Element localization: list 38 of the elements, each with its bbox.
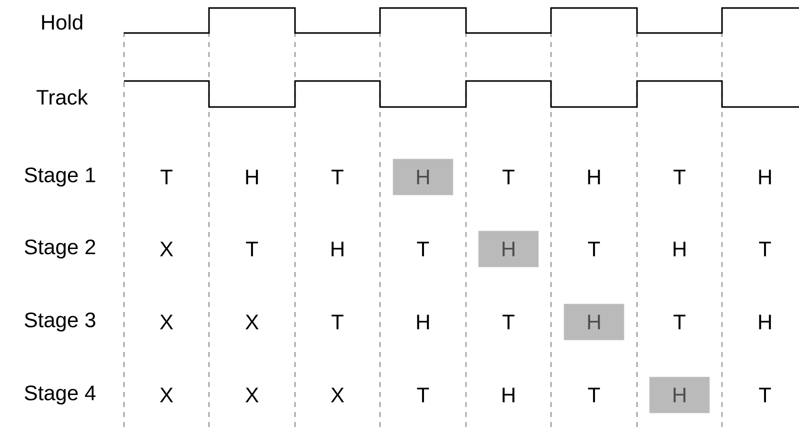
cell-state: T bbox=[417, 388, 429, 402]
cell-state: T bbox=[674, 314, 686, 330]
cell-state: H bbox=[759, 170, 771, 184]
cell-state: T bbox=[588, 242, 600, 256]
cell-state: T bbox=[332, 170, 344, 184]
cell-state: H bbox=[588, 170, 600, 184]
cell-state: X bbox=[245, 314, 259, 330]
cell-state: H bbox=[417, 314, 429, 330]
stage-label: Stage 1 bbox=[24, 168, 96, 187]
stage-label: Stage 2 bbox=[24, 240, 96, 259]
cell-state: X bbox=[160, 314, 174, 330]
cell-state: T bbox=[417, 242, 429, 256]
highlighted-cell: H bbox=[564, 304, 624, 340]
cell-state: X bbox=[245, 388, 259, 402]
cell-state: H bbox=[502, 388, 514, 402]
stage-label: Stage 3 bbox=[24, 312, 96, 332]
stage-label: Stage 4 bbox=[24, 386, 96, 405]
cell-state: X bbox=[160, 242, 174, 256]
cell-state: H bbox=[674, 242, 686, 256]
cell-state: T bbox=[332, 314, 344, 330]
cell-state: T bbox=[759, 388, 771, 402]
highlighted-cell: H bbox=[649, 376, 710, 414]
signal-label: Hold bbox=[42, 14, 82, 30]
signal-label: Track bbox=[36, 89, 88, 105]
cell-state: H bbox=[246, 170, 258, 184]
cell-state: T bbox=[502, 170, 514, 184]
cell-state: X bbox=[160, 388, 174, 402]
cell-state: T bbox=[502, 314, 514, 330]
cell-state: T bbox=[160, 170, 172, 184]
cell-state: X bbox=[330, 388, 344, 402]
cell-state: T bbox=[759, 242, 771, 256]
cell-state: T bbox=[674, 170, 686, 184]
highlighted-cell: H bbox=[478, 230, 539, 268]
cell-state: T bbox=[588, 388, 600, 402]
cell-state: H bbox=[332, 242, 344, 256]
cell-state: H bbox=[759, 314, 771, 330]
highlighted-cell: H bbox=[392, 158, 454, 196]
cell-state: T bbox=[246, 242, 258, 256]
